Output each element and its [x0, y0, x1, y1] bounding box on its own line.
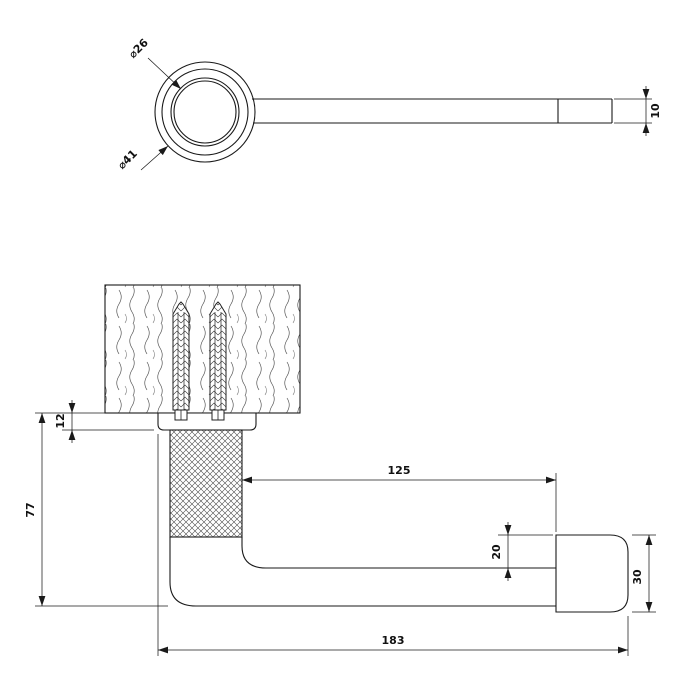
dimension-overall-height: 77 [24, 413, 168, 607]
dim-label-flange-thickness: 12 [54, 413, 67, 428]
dim-label-overall-height: 77 [24, 502, 37, 517]
wall-anchor-left [172, 301, 190, 421]
holder-arm [169, 534, 629, 613]
dimension-end-height: 30 [631, 534, 656, 613]
dimension-overall-length: 183 [157, 434, 629, 656]
knurled-base [169, 429, 243, 538]
dim-label-overall-length: 183 [382, 634, 405, 647]
dim-label-end-height: 30 [631, 569, 644, 585]
dimension-inner-diameter: ⌀26 [126, 36, 182, 90]
wall-section [104, 284, 301, 414]
dimension-flange-thickness: 12 [35, 400, 154, 443]
side-view: 12 77 125 20 30 [24, 284, 656, 656]
dim-label-arm-length: 125 [388, 464, 411, 477]
wall-anchor-right [209, 301, 227, 421]
dimension-arm-drop: 20 [490, 522, 553, 581]
dimension-outer-diameter: ⌀41 [115, 145, 169, 172]
dimension-bar-thickness: 10 [614, 86, 662, 136]
rosette [154, 61, 256, 163]
holder-bar-top [252, 98, 613, 124]
end-cap [555, 534, 629, 613]
mounting-flange [157, 412, 257, 431]
dim-label-bar-thickness: 10 [649, 103, 662, 119]
dim-label-outer-diameter: ⌀41 [115, 147, 140, 172]
dim-label-arm-drop: 20 [490, 544, 503, 560]
dim-label-inner-diameter: ⌀26 [126, 36, 151, 61]
dimension-arm-length: 125 [242, 464, 557, 532]
top-view: ⌀26 ⌀41 10 [115, 36, 662, 172]
